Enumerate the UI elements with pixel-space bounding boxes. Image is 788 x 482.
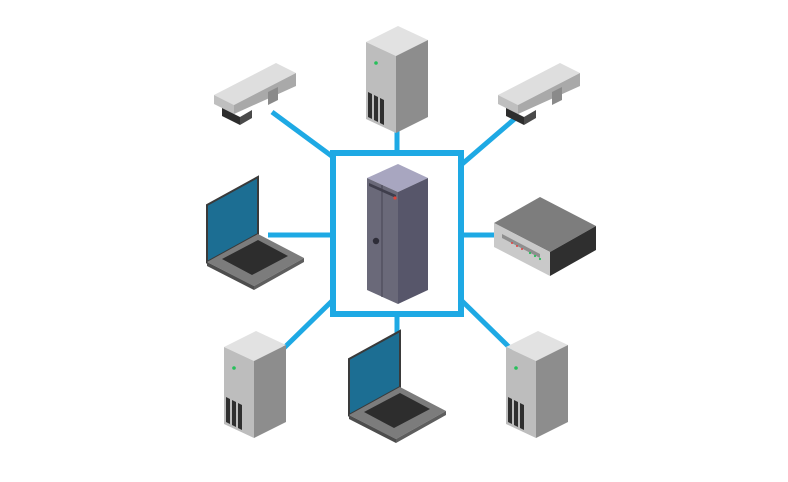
server-rack-icon bbox=[367, 164, 428, 304]
laptop-icon bbox=[206, 175, 304, 290]
link-camera-top-right bbox=[459, 114, 520, 167]
tower-server-icon bbox=[506, 331, 568, 438]
link-camera-top-left bbox=[270, 109, 335, 160]
link-tower-bottom-right bbox=[459, 298, 514, 352]
network-recorder-icon bbox=[494, 197, 596, 276]
tower-server-icon bbox=[224, 331, 286, 438]
link-tower-bottom-left bbox=[282, 298, 335, 350]
security-camera-icon bbox=[214, 63, 296, 125]
connection-links bbox=[268, 109, 520, 352]
laptop-icon bbox=[348, 329, 446, 443]
tower-server-icon bbox=[366, 26, 428, 133]
security-camera-icon bbox=[498, 63, 580, 125]
